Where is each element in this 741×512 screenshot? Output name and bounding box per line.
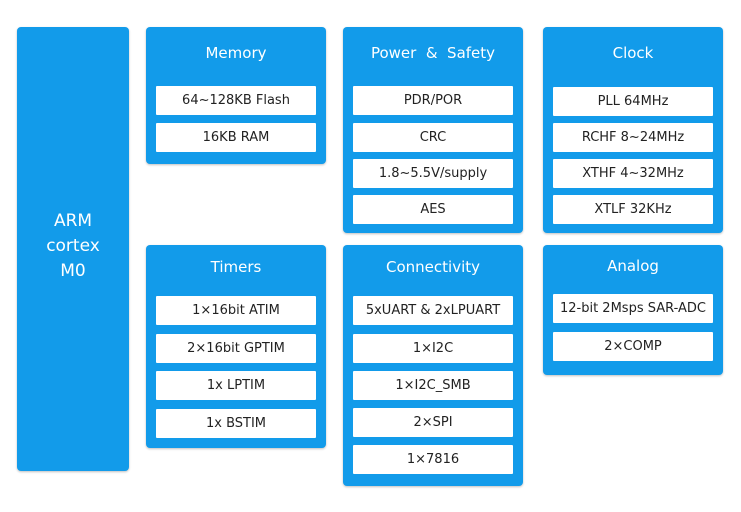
power-item-supply: 1.8~5.5V/supply (353, 159, 513, 188)
analog-item-comp: 2×COMP (553, 332, 713, 361)
timers-item-bstim: 1x BSTIM (156, 409, 316, 438)
memory-title: Memory (205, 44, 267, 62)
cpu-label-line-1: ARM (53, 211, 93, 231)
clock-title: Clock (612, 44, 654, 62)
timers-item-gptim: 2×16bit GPTIM (156, 334, 316, 363)
connectivity-item-i2c: 1×I2C (353, 334, 513, 363)
power-item-aes: AES (353, 195, 513, 224)
clock-item-pll: PLL 64MHz (553, 87, 713, 116)
analog-item-adc: 12-bit 2Msps SAR-ADC (553, 294, 713, 323)
memory-item-flash: 64~128KB Flash (156, 86, 316, 115)
connectivity-item-spi: 2×SPI (353, 408, 513, 437)
cpu-label-line-3: M0 (60, 261, 86, 281)
connectivity-item-uart: 5xUART & 2xLPUART (353, 296, 513, 325)
power-item-pdr-por: PDR/POR (353, 86, 513, 115)
power-safety-block: Power & Safety PDR/POR CRC 1.8~5.5V/supp… (343, 27, 523, 233)
timers-block: Timers 1×16bit ATIM 2×16bit GPTIM 1x LPT… (146, 245, 326, 448)
connectivity-item-i2c-smb: 1×I2C_SMB (353, 371, 513, 400)
clock-block: Clock PLL 64MHz RCHF 8~24MHz XTHF 4~32MH… (543, 27, 723, 233)
clock-item-xthf: XTHF 4~32MHz (553, 159, 713, 188)
memory-item-ram: 16KB RAM (156, 123, 316, 152)
power-item-crc: CRC (353, 123, 513, 152)
analog-block: Analog 12-bit 2Msps SAR-ADC 2×COMP (543, 245, 723, 375)
memory-block: Memory 64~128KB Flash 16KB RAM (146, 27, 326, 164)
connectivity-item-7816: 1×7816 (353, 445, 513, 474)
power-safety-title: Power & Safety (370, 44, 496, 62)
connectivity-block: Connectivity 5xUART & 2xLPUART 1×I2C 1×I… (343, 245, 523, 486)
cpu-label-line-2: cortex (46, 236, 100, 256)
clock-item-rchf: RCHF 8~24MHz (553, 123, 713, 152)
connectivity-title: Connectivity (386, 258, 480, 276)
cpu-block: ARM cortex M0 (17, 27, 129, 471)
clock-item-xtlf: XTLF 32KHz (553, 195, 713, 224)
analog-title: Analog (607, 257, 659, 275)
timers-item-lptim: 1x LPTIM (156, 371, 316, 400)
timers-item-atim: 1×16bit ATIM (156, 296, 316, 325)
timers-title: Timers (210, 258, 262, 276)
